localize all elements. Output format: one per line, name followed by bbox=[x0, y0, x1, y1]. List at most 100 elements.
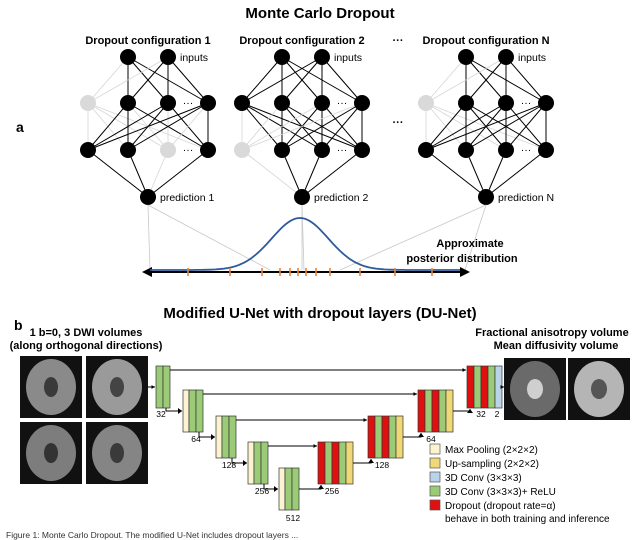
layer-ellipsis: ··· bbox=[183, 144, 194, 156]
layer-ellipsis: ··· bbox=[337, 144, 348, 156]
network-node bbox=[234, 95, 250, 111]
network-edge bbox=[167, 102, 209, 151]
network-node bbox=[478, 189, 494, 205]
upsample-arrow-256-head bbox=[318, 485, 324, 489]
upsample-arrow-32 bbox=[453, 409, 471, 412]
network-edge bbox=[241, 149, 303, 198]
downsample-arrow-512 bbox=[263, 484, 278, 490]
guide-line bbox=[464, 204, 487, 271]
network-edge bbox=[241, 56, 283, 104]
network-edge bbox=[87, 102, 169, 151]
upsample-arrow-128 bbox=[353, 459, 372, 464]
channel-label-2: 2 bbox=[495, 409, 500, 419]
network-node bbox=[274, 49, 290, 65]
network-node bbox=[418, 95, 434, 111]
upsample-arrow-256 bbox=[299, 485, 322, 490]
network-node bbox=[120, 142, 136, 158]
network-edge bbox=[301, 149, 363, 198]
network-edge bbox=[167, 56, 209, 104]
network-edge bbox=[147, 149, 169, 198]
unet-diagram bbox=[148, 365, 504, 511]
encoder-pool-128 bbox=[215, 415, 223, 459]
network-node bbox=[140, 189, 156, 205]
decoder-conv-32-a bbox=[473, 365, 482, 409]
network-edge bbox=[321, 56, 363, 104]
legend-swatch-upsample bbox=[429, 457, 441, 469]
title-b: Modified U-Net with dropout layers (DU-N… bbox=[163, 305, 476, 322]
prediction-label: prediction 1 bbox=[160, 192, 214, 204]
network-edge bbox=[87, 102, 129, 151]
network-edge bbox=[87, 56, 129, 104]
downsample-arrow-128-head bbox=[211, 434, 215, 440]
output-label-1: Fractional anisotropy volume bbox=[475, 327, 628, 339]
config-label-1: Dropout configuration 1 bbox=[85, 35, 210, 47]
network-edge bbox=[127, 149, 149, 198]
encoder-conv-128-a bbox=[221, 415, 230, 459]
network-diagrams: ··· ··· inputs prediction 1 ······inputspred… bbox=[80, 49, 554, 271]
distribution-curve bbox=[150, 217, 460, 271]
network-edge bbox=[241, 56, 323, 104]
encoder-conv-256-b bbox=[260, 441, 269, 485]
legend-label-dropout: Dropout (dropout rate=α) bbox=[445, 501, 556, 512]
bottleneck-pool-512 bbox=[278, 467, 286, 511]
network-node bbox=[200, 142, 216, 158]
legend-swatch-conv-relu bbox=[429, 485, 441, 497]
network-edge bbox=[147, 149, 209, 198]
decoder-dropout-256-b bbox=[331, 441, 340, 485]
network-edge bbox=[425, 102, 547, 151]
legend-note: behave in both training and inference bbox=[445, 514, 610, 525]
guide-line bbox=[147, 204, 271, 271]
network-node bbox=[314, 95, 330, 111]
decoder-dropout-64-b bbox=[431, 389, 440, 433]
brain-ventricle bbox=[527, 379, 543, 399]
downsample-arrow-512-head bbox=[274, 486, 278, 492]
network-node bbox=[354, 142, 370, 158]
ellipsis-mid: ··· bbox=[393, 117, 404, 129]
network-node bbox=[458, 95, 474, 111]
input-label-1: 1 b=0, 3 DWI volumes bbox=[30, 327, 143, 339]
upsample-arrow-64 bbox=[403, 433, 422, 438]
network-edge bbox=[425, 56, 467, 104]
prediction-label: prediction 2 bbox=[314, 192, 368, 204]
downsample-arrow-64-head bbox=[178, 408, 182, 414]
network-node bbox=[200, 95, 216, 111]
network-node bbox=[80, 95, 96, 111]
guide-line bbox=[147, 204, 151, 271]
network-edge bbox=[87, 149, 149, 198]
skip-connection-128-head bbox=[363, 418, 367, 422]
decoder-upsample-128 bbox=[395, 415, 404, 459]
network-node bbox=[120, 95, 136, 111]
downsample-arrow-64 bbox=[165, 408, 182, 412]
brain-ventricle bbox=[591, 379, 607, 399]
distribution-label-1: Approximate bbox=[436, 238, 503, 250]
panel-label-b: b bbox=[14, 317, 23, 333]
network-edge bbox=[241, 102, 363, 151]
network-node bbox=[160, 142, 176, 158]
decoder-conv-64-a bbox=[424, 389, 433, 433]
network-edge bbox=[425, 102, 467, 151]
encoder-conv-32-a bbox=[155, 365, 164, 409]
channel-label-512: 512 bbox=[286, 513, 300, 523]
network-edge bbox=[505, 56, 547, 104]
network-edge bbox=[127, 56, 169, 104]
output-label-2: Mean diffusivity volume bbox=[494, 340, 619, 352]
channel-label-32: 32 bbox=[156, 409, 166, 419]
legend-swatch-conv bbox=[429, 471, 441, 483]
network-edge bbox=[465, 102, 547, 151]
decoder-dropout-64-a bbox=[417, 389, 426, 433]
panel-label-a: a bbox=[16, 119, 24, 135]
channel-label-32-up: 32 bbox=[476, 409, 486, 419]
network-node bbox=[458, 49, 474, 65]
decoder-dropout-32-b bbox=[480, 365, 489, 409]
inputs-label: inputs bbox=[518, 52, 546, 64]
network-edge bbox=[127, 102, 209, 151]
network-node bbox=[160, 95, 176, 111]
network-edge bbox=[465, 56, 507, 104]
network-node bbox=[354, 95, 370, 111]
network-node bbox=[498, 95, 514, 111]
layer-ellipsis: ··· bbox=[521, 97, 532, 109]
brain-ventricle bbox=[44, 443, 58, 463]
network-edge bbox=[301, 149, 323, 198]
